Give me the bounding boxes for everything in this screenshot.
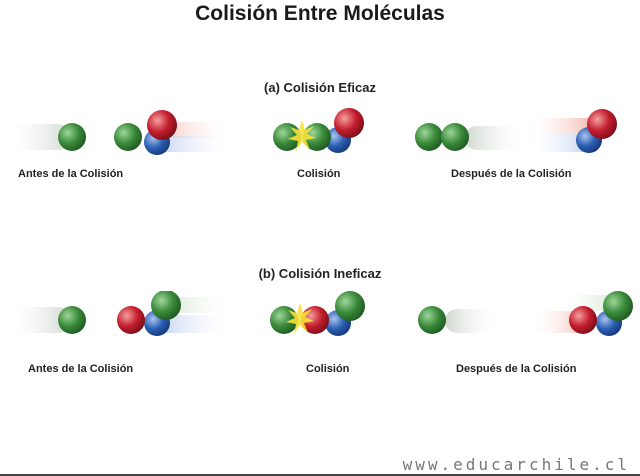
- molecule-a-before: [5, 123, 86, 151]
- label-during-effective: Colisión: [297, 168, 341, 180]
- site-watermark: www.educarchile.cl: [402, 455, 630, 474]
- section-heading-ineffective: (b) Colisión Ineficaz: [258, 266, 382, 281]
- label-after-effective: Después de la Colisión: [451, 168, 572, 180]
- collision-flash-icon: [288, 120, 316, 151]
- collision-flash-icon: [286, 303, 314, 334]
- effective-collision-scene: [5, 108, 617, 155]
- section-heading-effective: (a) Colisión Eficaz: [264, 80, 376, 95]
- molecules-colliding-effective: [273, 108, 364, 153]
- ineffective-collision-scene: [5, 291, 633, 336]
- label-during-ineffective: Colisión: [306, 363, 350, 375]
- molecule-bc-before: [114, 110, 235, 155]
- molecules-after-ineffective: [418, 291, 633, 336]
- molecule-a-before-ineffective: [5, 306, 86, 334]
- label-before-ineffective: Antes de la Colisión: [28, 363, 134, 375]
- page-title: Colisión Entre Moléculas: [195, 2, 445, 25]
- bottom-divider: [0, 474, 640, 476]
- label-before-effective: Antes de la Colisión: [18, 168, 124, 180]
- molecule-bc-before-ineffective: [117, 291, 235, 336]
- molecules-after-effective: [415, 109, 617, 153]
- molecules-colliding-ineffective: [270, 291, 365, 336]
- label-after-ineffective: Después de la Colisión: [456, 363, 577, 375]
